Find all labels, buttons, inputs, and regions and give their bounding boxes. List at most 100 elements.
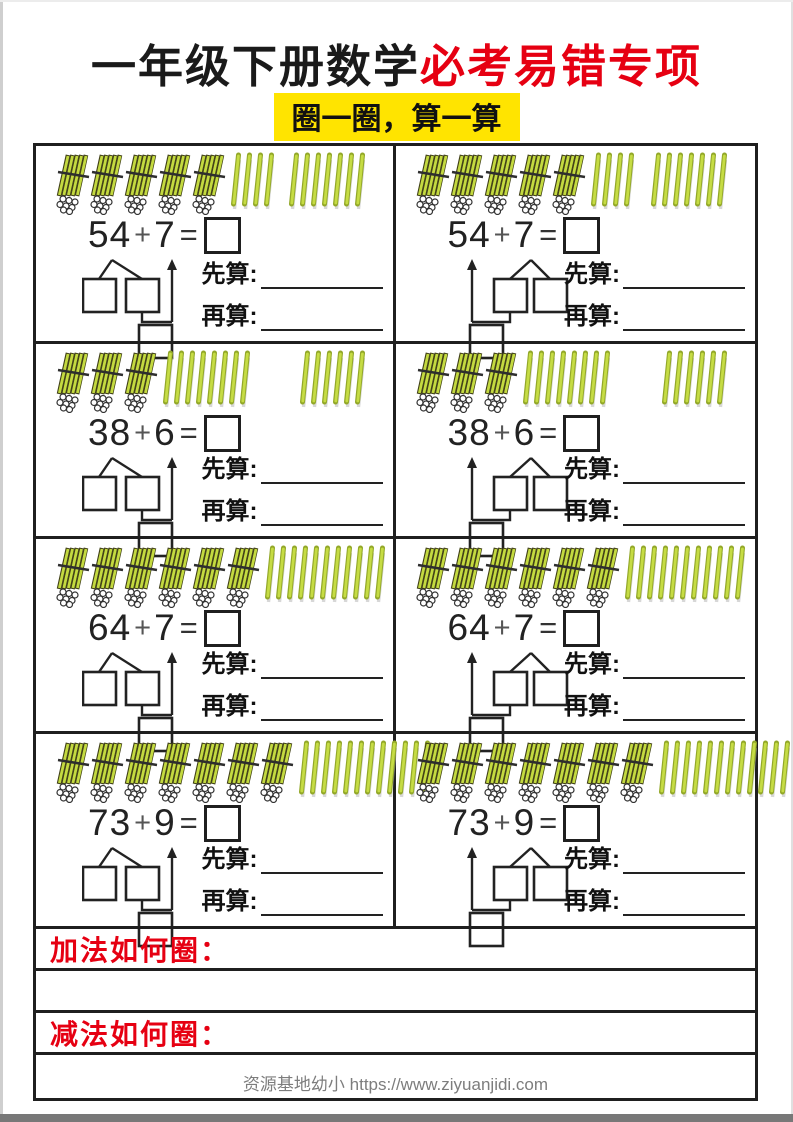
then-calc-blank[interactable]: [260, 697, 383, 721]
answer-box[interactable]: [203, 804, 241, 842]
single-stick-icon: [690, 545, 701, 603]
answer-box[interactable]: [203, 609, 241, 647]
number-bond-diagram[interactable]: [81, 846, 217, 952]
first-calc-blank[interactable]: [260, 850, 383, 874]
single-stick-icon: [588, 350, 599, 408]
single-stick-icon: [624, 545, 635, 603]
first-calc-row: 先算:: [564, 449, 745, 484]
extra-sticks-group: [288, 152, 365, 212]
stick-bundle-icon: [124, 742, 158, 803]
answer-box[interactable]: [203, 414, 241, 452]
then-calc-blank[interactable]: [260, 892, 383, 916]
page-edge-top: [0, 0, 793, 2]
then-calc-blank[interactable]: [260, 502, 383, 526]
first-calc-row: 先算:: [202, 254, 383, 289]
stick-bundle-icon: [415, 742, 449, 803]
then-calc-blank[interactable]: [623, 502, 745, 526]
first-calc-blank[interactable]: [623, 460, 745, 484]
ones-group: [658, 740, 691, 800]
ones-group: [162, 350, 250, 410]
single-stick-icon: [287, 545, 297, 603]
answer-box[interactable]: [563, 216, 601, 254]
stick-bundle-icon: [124, 352, 158, 413]
stick-bundle-icon: [449, 154, 483, 215]
addend-2: 9: [154, 802, 176, 843]
single-stick-icon: [746, 740, 757, 798]
single-stick-icon: [218, 350, 228, 408]
single-stick-icon: [321, 152, 332, 210]
calc-lines: 先算: 再算:: [564, 832, 745, 916]
addend-1: 73: [88, 802, 132, 843]
plus-sign: +: [134, 218, 152, 251]
equation: 38 + 6 =: [448, 412, 601, 454]
first-calc-label: 先算:: [201, 261, 258, 288]
stick-bundle-icon: [56, 154, 90, 215]
then-calc-blank[interactable]: [260, 307, 383, 331]
extra-sticks-group: [650, 152, 727, 212]
first-calc-blank[interactable]: [623, 265, 745, 289]
stick-bundle-icon: [415, 154, 449, 215]
addend-1: 73: [447, 802, 491, 843]
then-calc-label: 再算:: [201, 888, 258, 915]
first-calc-row: 先算:: [202, 449, 383, 484]
answer-box[interactable]: [563, 609, 601, 647]
plus-sign: +: [493, 806, 511, 839]
stick-bundle-icon: [585, 547, 619, 608]
number-bond-diagram[interactable]: [81, 651, 217, 757]
single-stick-icon: [242, 152, 252, 210]
single-stick-icon: [332, 152, 343, 210]
up-arrow-icon: [466, 457, 477, 468]
single-stick-icon: [321, 740, 331, 798]
single-stick-icon: [646, 545, 657, 603]
bundle-group: [56, 152, 226, 215]
stick-bundle-icon: [517, 547, 551, 608]
single-stick-icon: [673, 152, 683, 210]
first-calc-row: 先算:: [564, 839, 745, 874]
then-calc-blank[interactable]: [623, 892, 745, 916]
equals-sign: =: [179, 610, 198, 645]
addition-answer-area[interactable]: [36, 968, 755, 1010]
equals-sign: =: [539, 805, 558, 840]
first-calc-blank[interactable]: [260, 460, 383, 484]
single-stick-icon: [712, 545, 723, 603]
ones-group: [264, 545, 308, 605]
equation: 64 + 7 =: [88, 607, 241, 649]
addend-1: 54: [447, 214, 491, 255]
up-arrow-icon: [167, 259, 177, 270]
worksheet-table: 54 + 7 = 先算: 再算:: [33, 143, 790, 1101]
plus-sign: +: [134, 416, 152, 449]
single-stick-icon: [310, 152, 321, 210]
single-stick-icon: [343, 350, 354, 408]
up-arrow-icon: [466, 847, 477, 858]
then-calc-blank[interactable]: [623, 697, 745, 721]
single-stick-icon: [577, 350, 588, 408]
single-stick-icon: [701, 545, 712, 603]
answer-box[interactable]: [563, 414, 601, 452]
single-stick-icon: [723, 545, 734, 603]
problem-cell: 64 + 7 = 先算: 再算:: [36, 536, 396, 753]
single-stick-icon: [409, 740, 419, 798]
single-stick-icon: [669, 740, 680, 798]
stick-bundle-icon: [585, 742, 619, 803]
first-calc-blank[interactable]: [260, 265, 383, 289]
stick-bundle-icon: [517, 742, 551, 803]
first-calc-blank[interactable]: [260, 655, 383, 679]
number-bond-diagram[interactable]: [442, 846, 577, 952]
number-bond-diagram[interactable]: [442, 651, 577, 757]
first-calc-blank[interactable]: [623, 850, 745, 874]
single-stick-icon: [354, 350, 365, 408]
equals-sign: =: [179, 217, 198, 252]
single-stick-icon: [265, 545, 275, 603]
answer-box[interactable]: [203, 216, 241, 254]
single-stick-icon: [185, 350, 195, 408]
single-stick-icon: [717, 152, 727, 210]
stick-bundle-icon: [56, 742, 90, 803]
answer-box[interactable]: [563, 804, 601, 842]
subtraction-answer-area[interactable]: 资源基地幼小 https://www.ziyuanjidi.com: [36, 1052, 755, 1098]
stick-bundle-icon: [56, 547, 90, 608]
first-calc-label: 先算:: [564, 261, 620, 288]
addend-1: 38: [447, 412, 491, 453]
first-calc-blank[interactable]: [623, 655, 745, 679]
then-calc-blank[interactable]: [623, 307, 745, 331]
single-stick-icon: [207, 350, 217, 408]
